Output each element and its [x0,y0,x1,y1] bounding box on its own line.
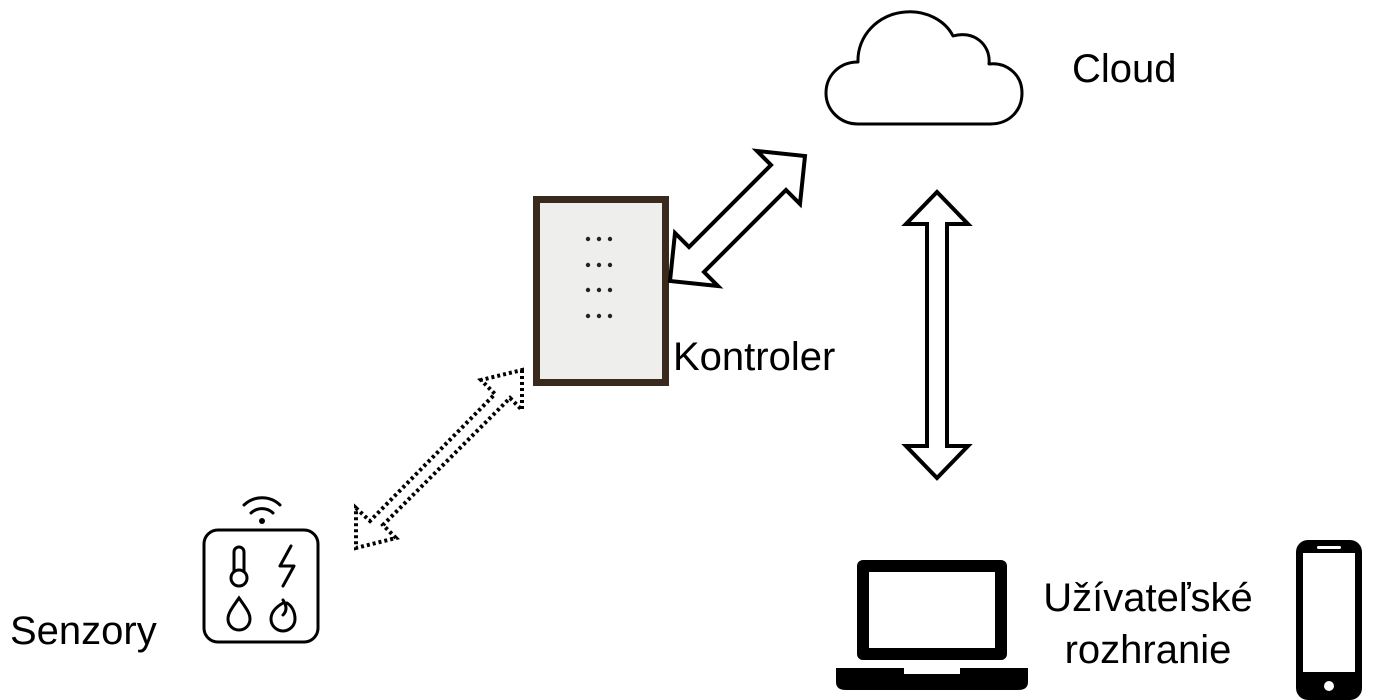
smartphone-icon [1296,540,1362,700]
lightning-icon [278,544,296,588]
cloud-label: Cloud [1072,47,1177,91]
cloud-icon [824,10,1024,126]
controller-label: Kontroler [673,335,836,379]
user-interface-label-line1: Užívateľské [1043,576,1253,620]
thermometer-icon [229,545,249,588]
wifi-icon [242,496,282,515]
fire-icon [269,598,297,633]
arrow-cloud-ui [901,189,973,481]
user-interface-label-line2: rozhranie [1064,628,1232,672]
sensors-label: Senzory [10,609,157,653]
arrow-sensors-controller [354,367,524,551]
user-interface-label: Užívateľské rozhranie [1030,572,1266,676]
arrow-controller-cloud [667,148,808,289]
sensor-box-icon [202,496,320,644]
water-drop-icon [226,595,252,632]
controller-panel-icon [533,196,669,386]
laptop-icon [836,560,1028,690]
